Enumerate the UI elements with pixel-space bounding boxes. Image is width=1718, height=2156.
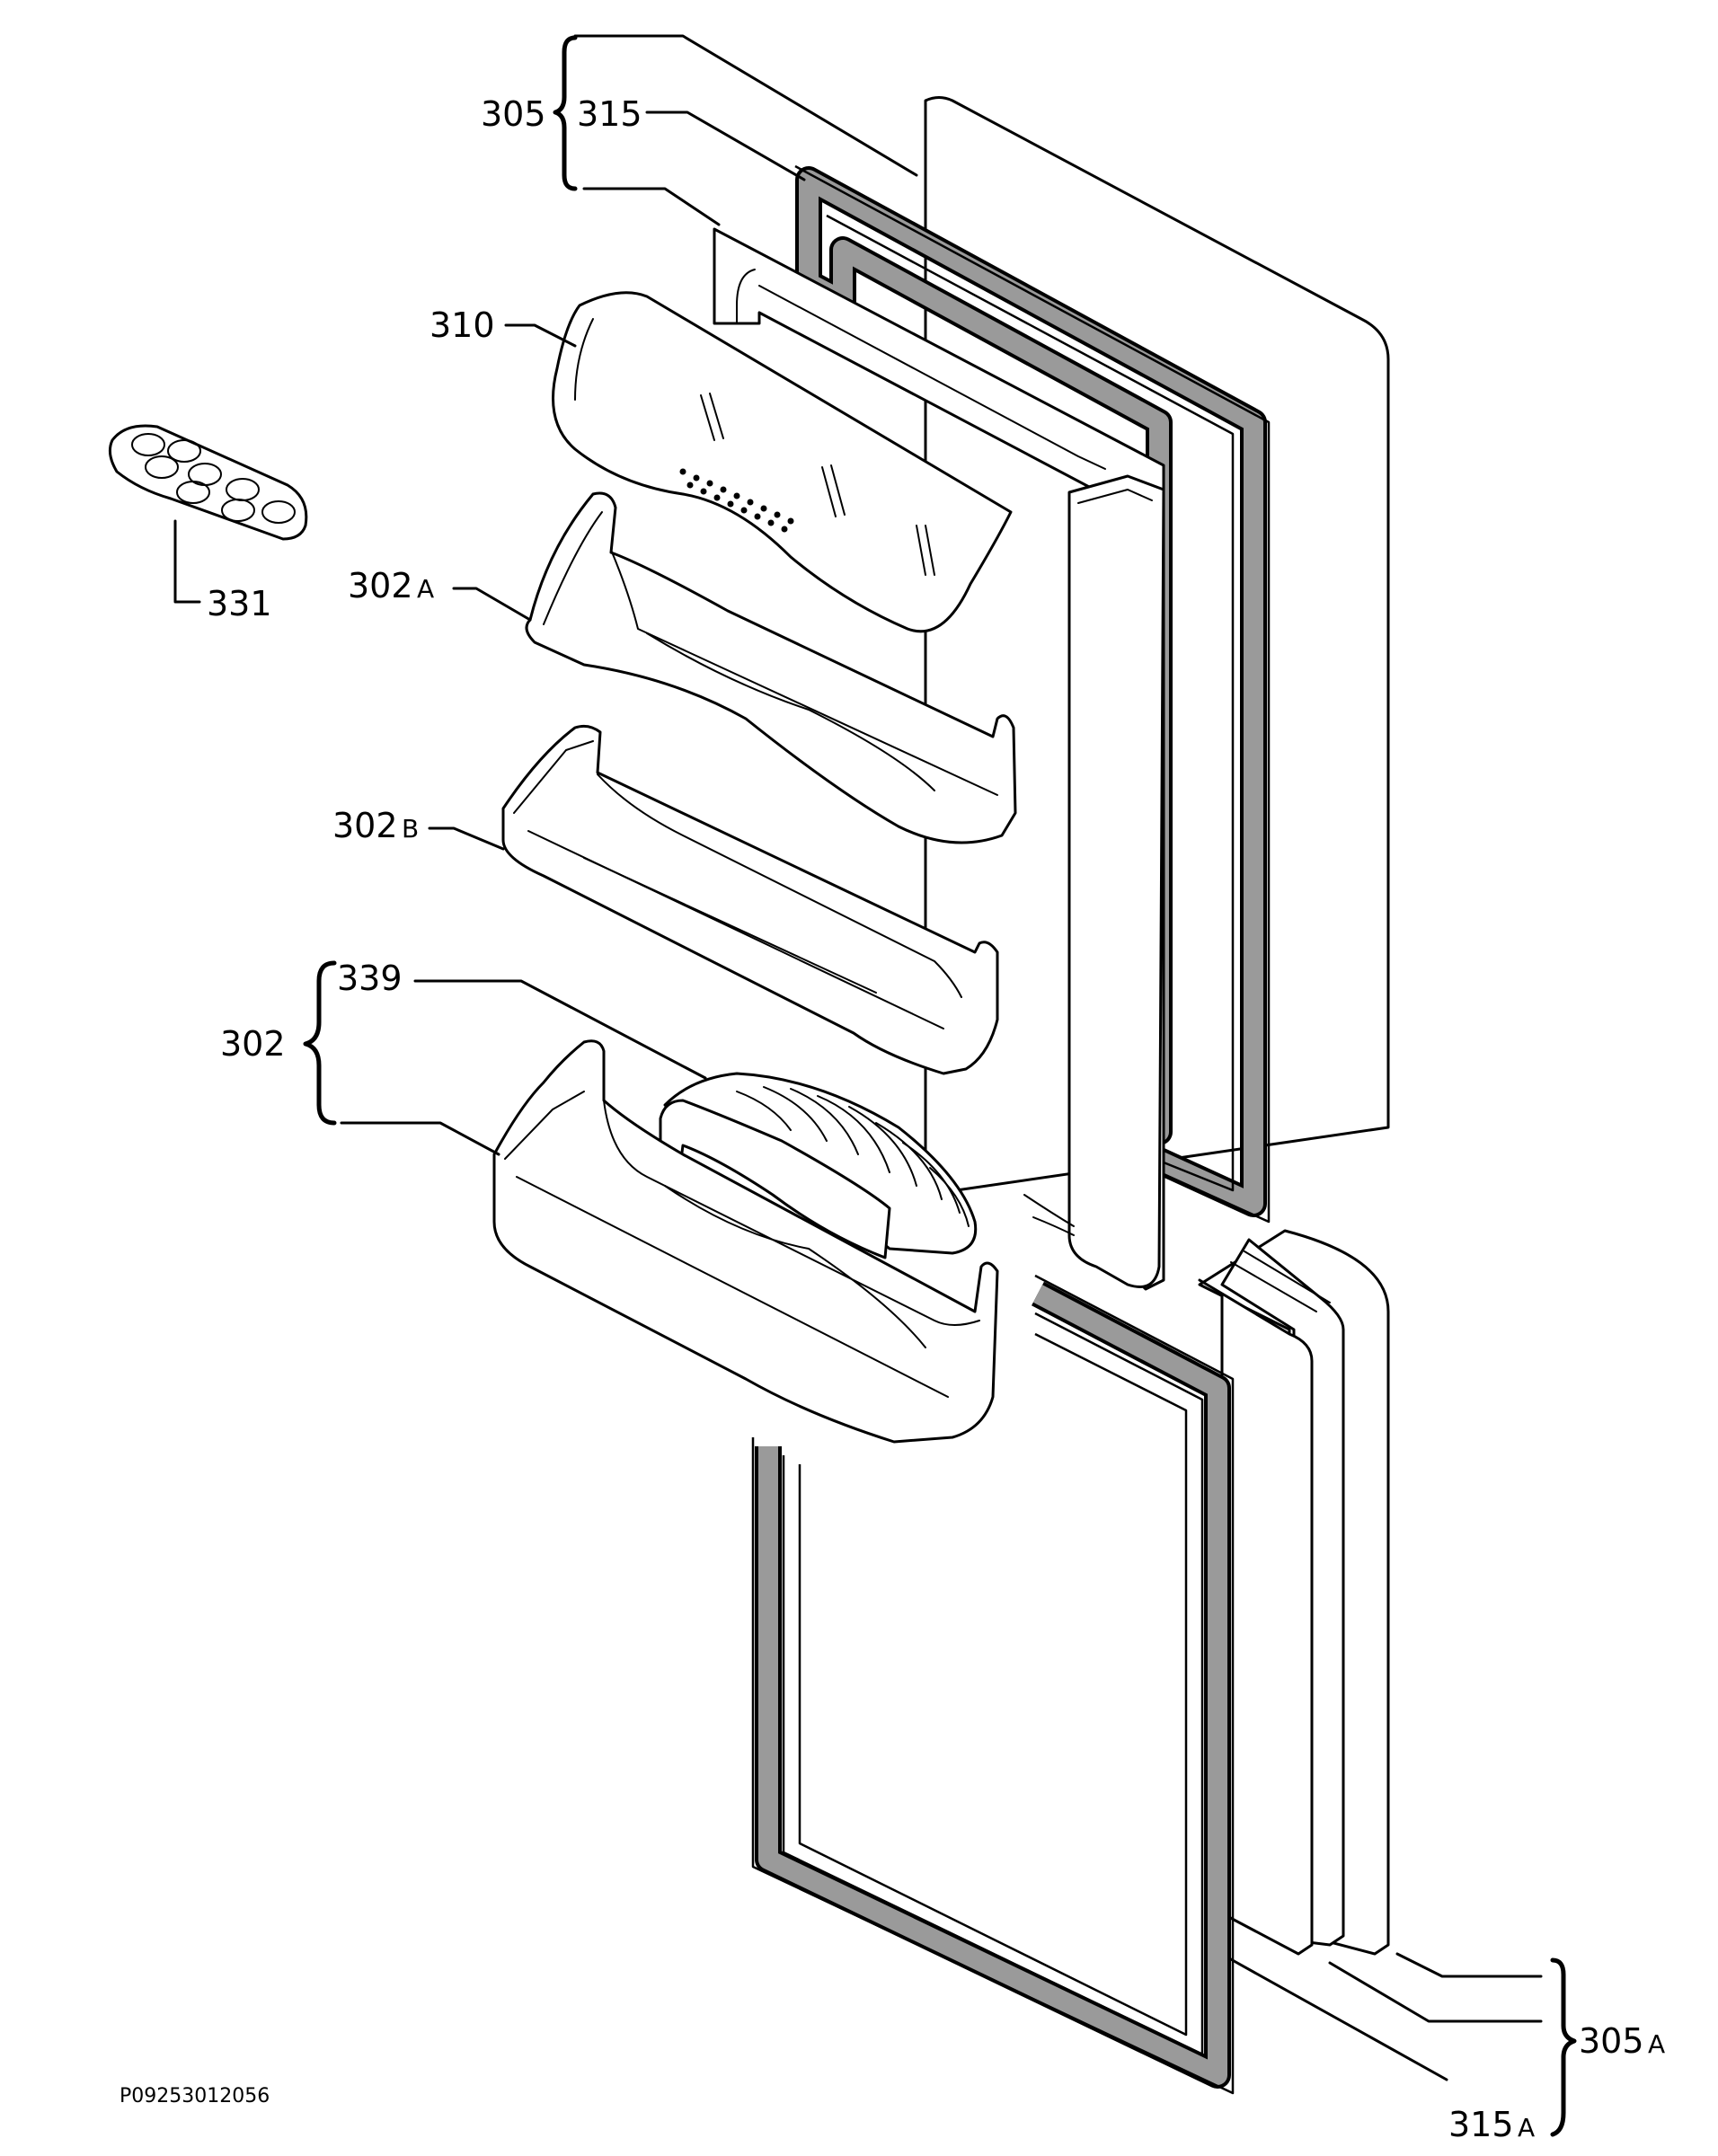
label-305a-number: 305 (1579, 2021, 1644, 2061)
label-331: 331 (207, 584, 272, 623)
label-315: 315 (577, 94, 642, 134)
label-302a-number: 302 (348, 566, 413, 605)
brace-305a (1550, 1957, 1577, 2137)
door-shelf-302b[interactable] (501, 724, 999, 1075)
door-shelf-302[interactable] (492, 1039, 999, 1444)
shelf-cover[interactable] (552, 291, 1013, 633)
label-315a-number: 315 (1448, 2105, 1514, 2144)
label-310: 310 (430, 305, 495, 345)
leader-lines (173, 34, 1543, 2081)
label-315a-suffix: A (1518, 2113, 1535, 2143)
bottle-divider[interactable] (659, 1072, 978, 1259)
label-302b-number: 302 (332, 806, 398, 845)
label-305a-suffix: A (1648, 2029, 1665, 2059)
label-305: 305 (481, 94, 546, 134)
door-shelf-302a[interactable] (525, 491, 1017, 844)
egg-tray[interactable] (108, 424, 308, 541)
upper-door-liner[interactable] (713, 227, 1165, 1291)
drawing-code: P09253012056 (120, 2085, 270, 2107)
label-339: 339 (337, 959, 403, 998)
vent-holes (679, 468, 794, 533)
label-315a: 315 A (1448, 2105, 1535, 2144)
label-302a-suffix: A (417, 574, 434, 604)
brace-305 (553, 35, 578, 191)
label-305a: 305 A (1579, 2021, 1665, 2061)
label-302: 302 (220, 1024, 286, 1064)
label-302a: 302 A (348, 566, 434, 605)
lower-door-gasket[interactable] (751, 1274, 1235, 2095)
divider-ribs (736, 1086, 970, 1227)
label-302b: 302 B (332, 806, 419, 845)
brace-302 (303, 960, 337, 1126)
label-302b-suffix: B (402, 814, 419, 844)
